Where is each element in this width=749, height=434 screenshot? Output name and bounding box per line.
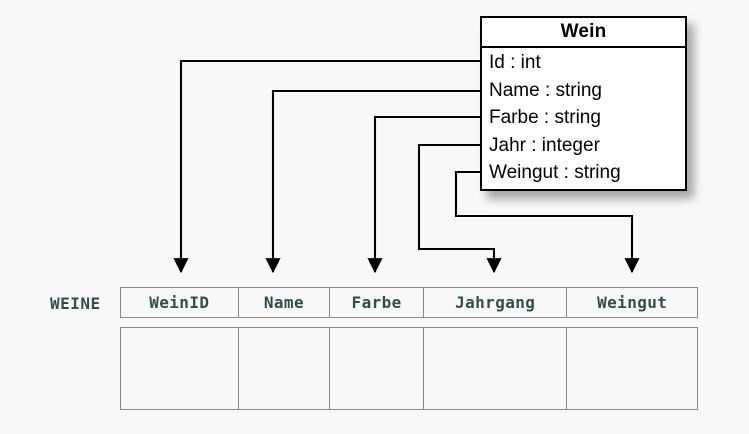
table-cell-name[interactable] [239,328,331,409]
table-cell-jahrgang[interactable] [424,328,568,409]
uml-attribute-name: Name : string [489,79,602,101]
table-header-jahrgang[interactable]: Jahrgang [424,288,568,317]
relational-table-name: WEINE [50,294,101,313]
connector-farbe-to-farbe [367,115,481,274]
connector-name-to-name [265,89,481,274]
relational-table: WeinID Name Farbe Jahrgang Weingut [120,287,698,410]
uml-class-box[interactable]: Wein Id : int Name : string Farbe : stri… [480,16,687,191]
uml-attribute-list: Id : int Name : string Farbe : string Ja… [482,48,685,189]
table-cell-farbe[interactable] [330,328,424,409]
uml-class-title: Wein [482,18,685,49]
table-header-name[interactable]: Name [239,288,331,317]
uml-attribute-farbe: Farbe : string [489,107,601,129]
connector-id-to-weinid [173,59,481,274]
table-header-farbe[interactable]: Farbe [330,288,424,317]
table-cell-weingut[interactable] [567,328,697,409]
uml-attribute-jahr: Jahr : integer [489,134,600,156]
uml-attribute-weingut: Weingut : string [489,162,621,184]
table-header-weingut[interactable]: Weingut [597,293,668,312]
uml-attribute-id: Id : int [489,52,541,74]
table-cell-weinid[interactable] [121,328,239,409]
table-header-row: WeinID Name Farbe Jahrgang Weingut [120,287,698,318]
table-header-weinid[interactable]: WeinID [121,288,239,317]
table-row [120,327,698,410]
